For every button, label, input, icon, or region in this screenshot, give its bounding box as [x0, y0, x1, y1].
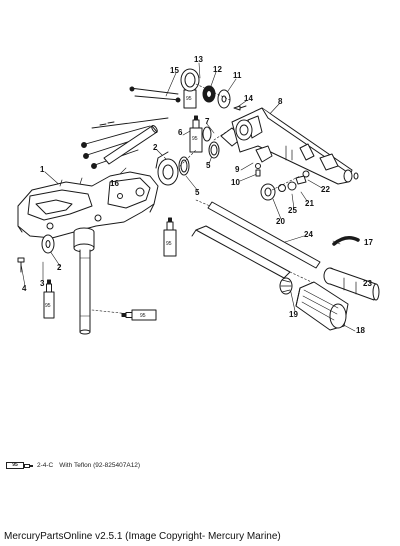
callout-11: 11	[233, 71, 242, 80]
tiller-arm-8	[231, 107, 359, 185]
grease-tube-upper	[189, 115, 203, 153]
callout-22: 22	[321, 185, 330, 194]
callout-24: 24	[304, 230, 313, 239]
callout-3: 3	[40, 279, 45, 288]
callout-6: 6	[178, 128, 183, 137]
parts-20-25	[260, 170, 310, 201]
cables-15	[81, 86, 181, 169]
callout-21: 21	[305, 199, 314, 208]
shaft-24	[191, 199, 321, 287]
hardware-9-10	[255, 145, 273, 177]
legend-tube-label: 95	[6, 462, 24, 469]
callout-20: 20	[276, 217, 285, 226]
callout-1: 1	[40, 165, 45, 174]
grease-tubes	[43, 79, 203, 321]
callout-8: 8	[278, 97, 283, 106]
callout-2-center: 2	[153, 143, 158, 152]
callout-25: 25	[288, 206, 297, 215]
legend-code: 2-4-C	[37, 462, 54, 469]
bushing-2-center	[155, 151, 179, 186]
copyright-footer: MercuryPartsOnline v2.5.1 (Image Copyrig…	[4, 531, 281, 542]
assembly-lines	[179, 83, 301, 191]
callout-5-right: 5	[206, 161, 211, 170]
grip-18	[295, 281, 349, 331]
callout-2-left: 2	[57, 263, 62, 272]
callout-14: 14	[244, 94, 253, 103]
grease-tube-center	[163, 217, 177, 257]
callout-16: 16	[110, 179, 119, 188]
clip-17	[332, 236, 360, 246]
tube-label-top: 95	[186, 96, 192, 102]
parts-11-13	[180, 68, 247, 111]
gear-19	[279, 277, 293, 295]
tube-label-left: 95	[45, 303, 51, 309]
washer-2-left	[41, 234, 55, 254]
callout-18: 18	[356, 326, 365, 335]
callout-12: 12	[213, 65, 222, 74]
grease-tube-icon: 95	[6, 461, 34, 470]
callout-7: 7	[205, 117, 210, 126]
shaft-3	[73, 227, 95, 335]
callout-17: 17	[364, 238, 373, 247]
tube-label-upper: 95	[192, 136, 198, 142]
bracket-1	[17, 171, 159, 239]
legend-text: With Teflon (92-825407A12)	[59, 462, 141, 469]
grease-tube-horizontal	[121, 309, 157, 321]
callout-5-left: 5	[195, 188, 200, 197]
rings-5	[178, 141, 220, 176]
tube-label-horizontal: 95	[140, 313, 146, 319]
callout-19: 19	[289, 310, 298, 319]
screw-4	[17, 257, 25, 273]
callout-23: 23	[363, 279, 372, 288]
throttle-tube-23	[323, 267, 380, 301]
lubricant-legend: 95 2-4-C With Teflon (92-825407A12)	[6, 461, 140, 470]
grease-tube-left	[43, 279, 55, 319]
tube-label-center: 95	[166, 241, 172, 247]
callout-9: 9	[235, 165, 240, 174]
callout-15: 15	[170, 66, 179, 75]
sleeve-16	[103, 125, 158, 165]
callout-13: 13	[194, 55, 203, 64]
callout-4: 4	[22, 284, 27, 293]
callout-10: 10	[231, 178, 240, 187]
